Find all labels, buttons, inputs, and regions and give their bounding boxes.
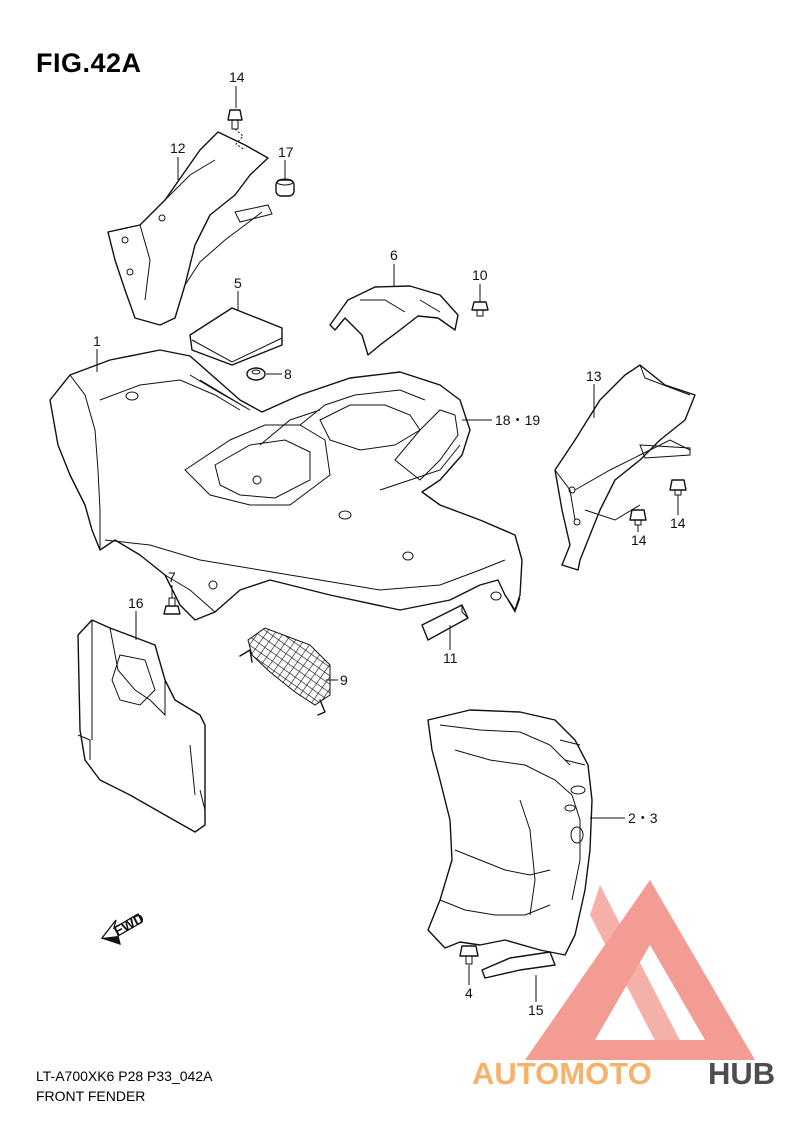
part-10-bolt[interactable] <box>471 301 489 317</box>
fwd-label: FWD <box>111 910 147 939</box>
callout-9: 9 <box>340 672 348 688</box>
part-1-front-fender[interactable] <box>49 349 523 621</box>
fwd-arrow-icon: FWD <box>100 910 147 945</box>
part-16-mudguard[interactable] <box>77 619 206 833</box>
part-8-grommet[interactable] <box>246 367 266 381</box>
watermark-triangle <box>525 880 755 1060</box>
part-15-pad[interactable] <box>481 951 556 979</box>
callout-16: 16 <box>128 595 144 611</box>
callout-labels: 14 12 17 5 6 10 1 8 18・19 13 14 14 7 16 … <box>93 69 686 1018</box>
part-5-lid[interactable] <box>189 307 283 366</box>
part-13-right-panel[interactable] <box>554 364 696 571</box>
leader-lines <box>96 86 679 1002</box>
watermark-stripe <box>590 885 690 1060</box>
callout-18-19: 18・19 <box>495 412 540 428</box>
callout-7: 7 <box>168 569 176 585</box>
part-17-grommet[interactable] <box>275 178 295 197</box>
part-6-inner-cover[interactable] <box>329 285 459 356</box>
part-12-left-panel[interactable] <box>107 131 273 326</box>
part-2-3-inner-fender[interactable] <box>427 709 593 956</box>
model-code: LT-A700XK6 P28 P33_042A <box>36 1068 213 1084</box>
watermark-text: AUTOMOTO HUB <box>472 1056 775 1091</box>
callout-6: 6 <box>390 247 398 263</box>
part-14-bolt-right-b[interactable] <box>629 509 647 526</box>
callout-1: 1 <box>93 333 101 349</box>
part-9-mesh-grille[interactable] <box>239 627 331 716</box>
callout-8: 8 <box>284 366 292 382</box>
watermark-text-a: AUTOMOTO <box>472 1056 652 1091</box>
watermark-text-b: HUB <box>708 1056 775 1091</box>
callout-14-right-a: 14 <box>670 515 686 531</box>
callout-2-3: 2・3 <box>628 810 658 826</box>
figure-title: FIG.42A <box>36 48 142 78</box>
watermark-logo <box>525 880 755 1060</box>
section-name: FRONT FENDER <box>36 1088 146 1104</box>
callout-5: 5 <box>234 275 242 291</box>
callout-13: 13 <box>586 368 602 384</box>
callout-11: 11 <box>443 650 458 666</box>
callout-12: 12 <box>170 140 186 156</box>
callout-14-top: 14 <box>229 69 245 85</box>
part-14-bolt-top[interactable] <box>227 109 246 151</box>
part-4-bolt[interactable] <box>459 945 479 965</box>
part-14-bolt-right-a[interactable] <box>669 479 687 496</box>
part-11-pad[interactable] <box>421 604 469 641</box>
callout-10: 10 <box>472 267 488 283</box>
callout-14-right-b: 14 <box>631 532 647 548</box>
callout-17: 17 <box>278 144 294 160</box>
callout-15: 15 <box>528 1002 544 1018</box>
callout-4: 4 <box>465 985 473 1001</box>
